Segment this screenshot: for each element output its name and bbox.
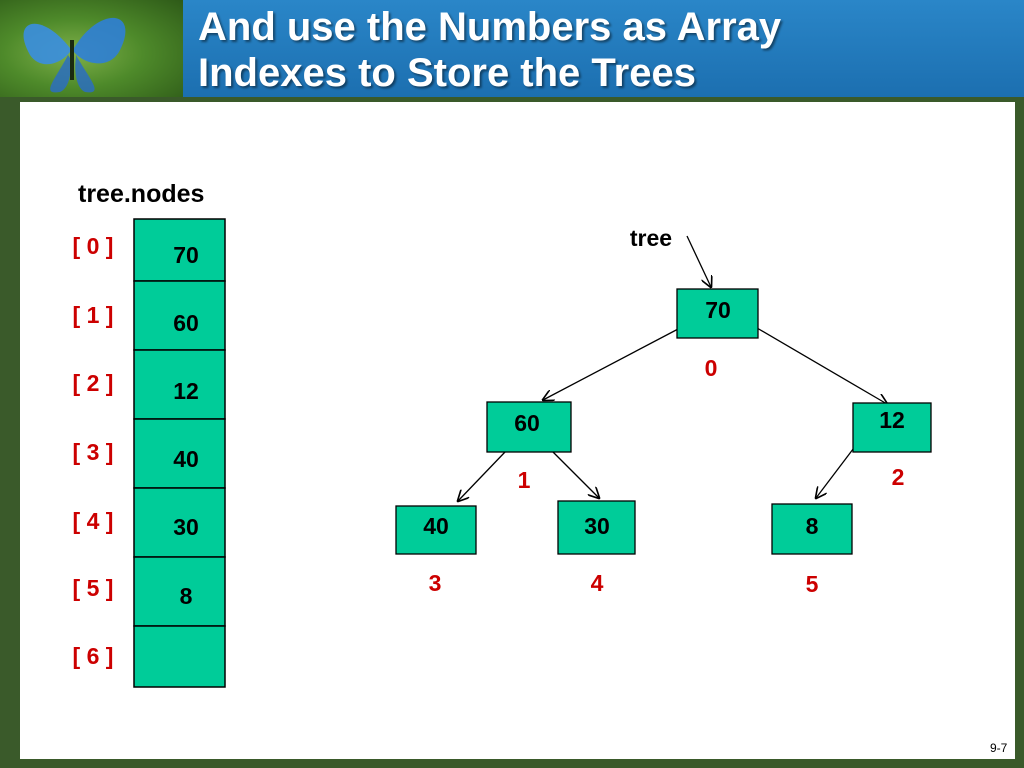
array-index-0: [ 0 ]	[73, 233, 114, 259]
array-value-1: 60	[173, 310, 199, 336]
array-index-1: [ 1 ]	[73, 302, 114, 328]
array-label: tree.nodes	[78, 180, 204, 208]
array-index-3: [ 3 ]	[73, 439, 114, 465]
tree-node-value-0: 70	[705, 297, 731, 323]
tree-node-0	[676, 288, 759, 339]
butterfly-image	[0, 0, 183, 97]
array-value-2: 12	[173, 378, 199, 404]
tree-edge-0-1	[543, 327, 681, 400]
tree-node-value-3: 40	[423, 513, 449, 539]
tree-node-index-1: 1	[518, 467, 531, 493]
array-value-5: 8	[180, 583, 193, 609]
tree-node-index-2: 2	[892, 464, 905, 490]
array-index-5: [ 5 ]	[73, 575, 114, 601]
tree-node-value-4: 30	[584, 513, 610, 539]
tree-edge-0-2	[756, 327, 887, 404]
title-line-2: Indexes to Store the Trees	[198, 51, 696, 95]
array-cell-5	[133, 556, 226, 627]
tree-node-5	[771, 503, 853, 555]
array-index-4: [ 4 ]	[73, 508, 114, 534]
tree-node-index-0: 0	[705, 355, 718, 381]
tree-edge-1-3	[458, 451, 506, 501]
tree-node-index-5: 5	[806, 571, 819, 597]
array-cell-1	[133, 280, 226, 351]
tree-node-index-3: 3	[429, 570, 442, 596]
tree-node-1	[486, 401, 572, 453]
tree-node-value-2: 12	[879, 407, 905, 433]
tree-edge-1-4	[552, 451, 599, 498]
array-index-6: [ 6 ]	[73, 643, 114, 669]
tree-edges	[458, 327, 887, 501]
array-value-3: 40	[173, 446, 199, 472]
title-bar: And use the Numbers as Array Indexes to …	[0, 0, 1024, 97]
butterfly-icon	[23, 17, 126, 93]
slide-number: 9-7	[990, 741, 1008, 755]
tree-pointer-label: tree	[630, 225, 672, 251]
tree-node-index-4: 4	[591, 570, 604, 596]
tree-node-4	[557, 500, 636, 555]
tree-node-value-1: 60	[514, 410, 540, 436]
title-line-1: And use the Numbers as Array	[198, 5, 782, 49]
array-value-0: 70	[173, 242, 199, 268]
array-cell-6	[133, 625, 226, 688]
tree-node-3	[395, 505, 477, 555]
array-cell-4	[133, 487, 226, 558]
tree-pointer-arrow	[686, 235, 711, 287]
array-cells	[133, 218, 226, 688]
array-index-2: [ 2 ]	[73, 370, 114, 396]
tree-node-2	[852, 402, 932, 453]
slide-title: And use the Numbers as Array Indexes to …	[198, 4, 1008, 96]
array-value-4: 30	[173, 514, 199, 540]
tree-node-value-5: 8	[806, 513, 819, 539]
